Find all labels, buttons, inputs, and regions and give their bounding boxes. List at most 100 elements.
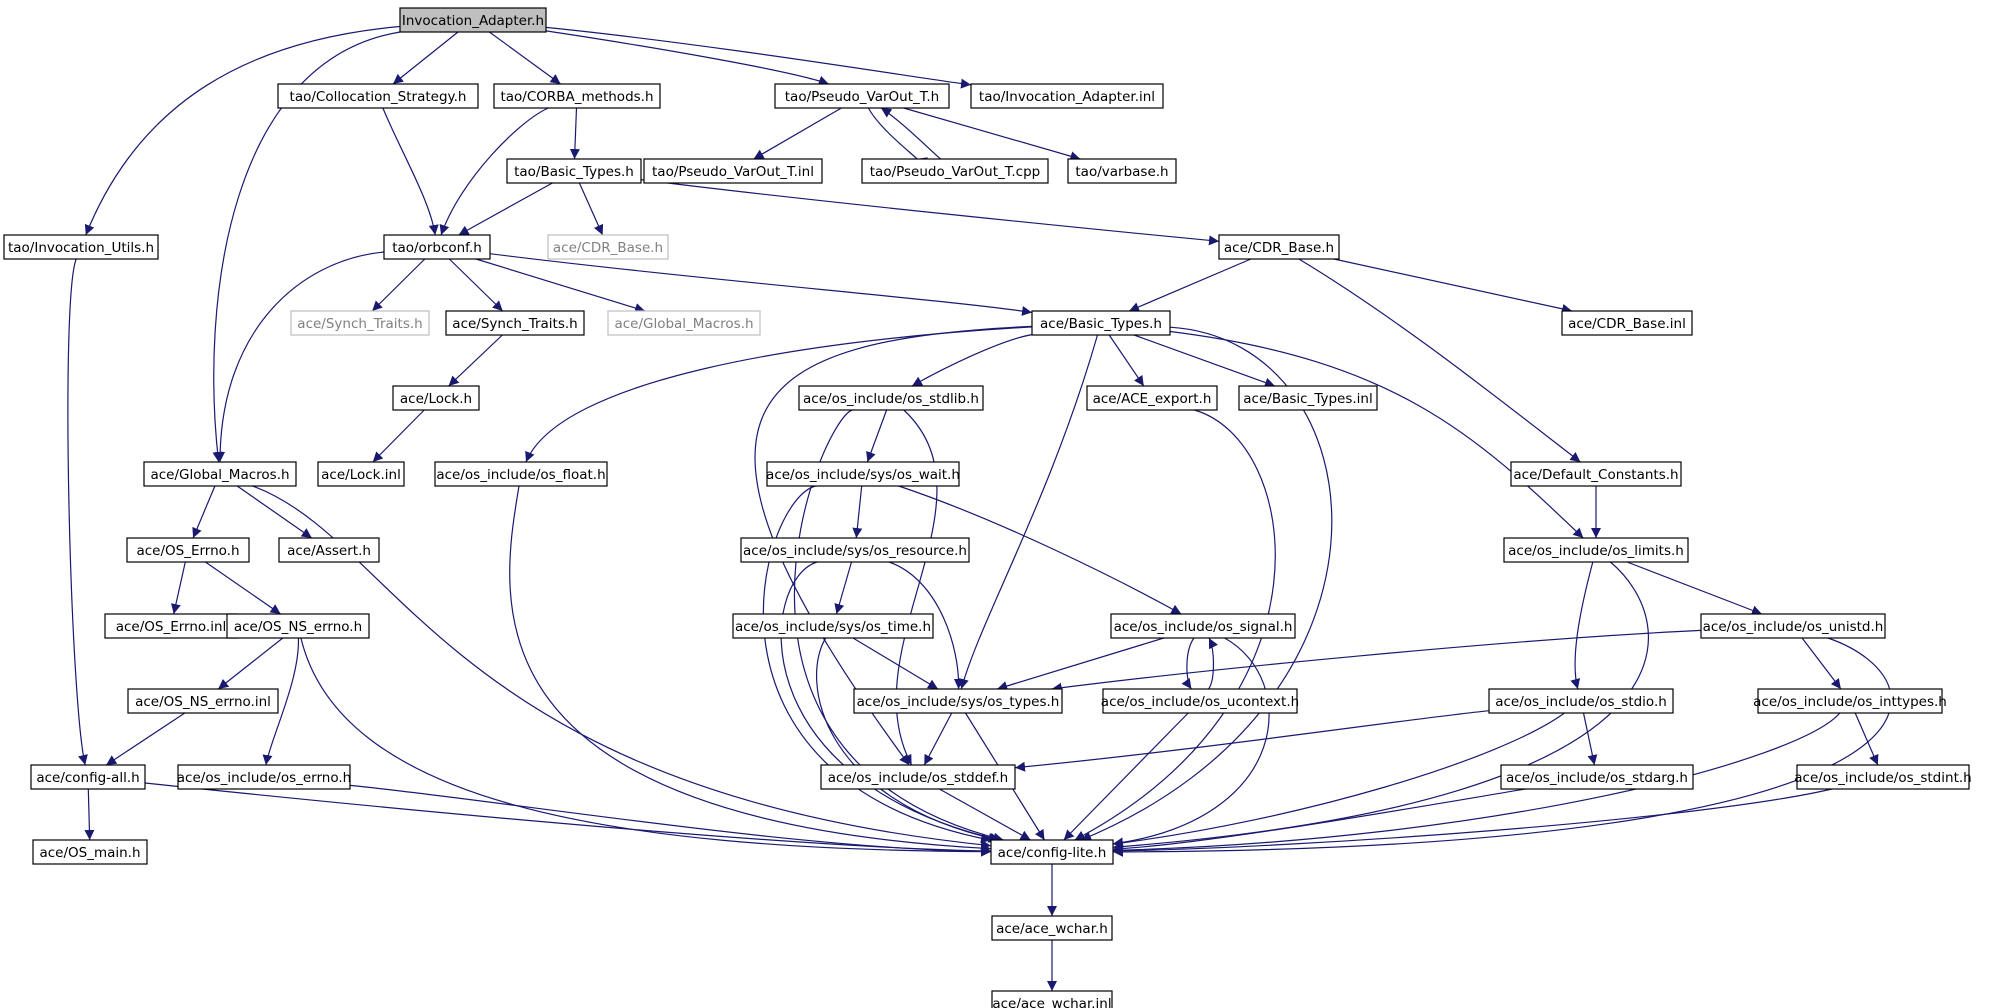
- node-os_include_os_errno_h[interactable]: ace/os_include/os_errno.h: [177, 764, 351, 790]
- node-os_ucontext_h[interactable]: ace/os_include/os_ucontext.h: [1101, 688, 1299, 714]
- node-cdr_base_inl[interactable]: ace/CDR_Base.inl: [1561, 310, 1693, 336]
- node-os_stddef_h[interactable]: ace/os_include/os_stddef.h: [820, 764, 1016, 790]
- node-ace_export_h[interactable]: ace/ACE_export.h: [1086, 385, 1218, 411]
- node-box: [607, 310, 761, 336]
- node-label: tao/Pseudo_VarOut_T.h: [785, 89, 939, 105]
- edge-corba_methods_h-to-orbconf_h: [439, 107, 549, 236]
- node-lock_inl[interactable]: ace/Lock.inl: [317, 461, 405, 487]
- node-box: [290, 310, 430, 336]
- node-invocation_utils_h[interactable]: tao/Invocation_Utils.h: [3, 234, 159, 260]
- node-label: ace/os_include/sys/os_time.h: [735, 619, 931, 635]
- node-basic_types_inl[interactable]: ace/Basic_Types.inl: [1238, 385, 1378, 411]
- edge-os_errno_h_ace-to-os_errno_inl: [170, 561, 186, 615]
- node-config_all_h[interactable]: ace/config-all.h: [30, 764, 146, 790]
- node-label: ace/os_include/os_limits.h: [1508, 543, 1684, 559]
- node-invocation_adapter_h[interactable]: Invocation_Adapter.h: [399, 7, 547, 33]
- node-os_types_h[interactable]: ace/os_include/sys/os_types.h: [853, 688, 1063, 714]
- edge-os_unistd_h-to-os_types_h: [1051, 629, 1702, 693]
- node-box: [853, 688, 1063, 714]
- edge-corba_methods_h-to-tao_basic_types_h: [569, 107, 580, 160]
- edge-tao_basic_types_h-to-cdr_base_h_ghost: [578, 182, 604, 236]
- node-os_main_h[interactable]: ace/OS_main.h: [32, 839, 148, 865]
- node-box: [1238, 385, 1378, 411]
- nodes-layer: Invocation_Adapter.h tao/Collocation_Stra…: [3, 7, 1972, 1008]
- edge-os_wait_h-to-os_signal_h: [898, 485, 1182, 615]
- node-os_float_h[interactable]: ace/os_include/os_float.h: [434, 461, 608, 487]
- node-box: [861, 158, 1049, 184]
- node-pseudo_varout_t_h[interactable]: tao/Pseudo_VarOut_T.h: [774, 83, 950, 109]
- edge-orbconf_h-to-synch_traits_h: [448, 258, 504, 312]
- node-label: ace/os_include/os_inttypes.h: [1753, 694, 1947, 710]
- node-cdr_base_h_ghost[interactable]: ace/CDR_Base.h: [547, 234, 669, 260]
- node-os_limits_h[interactable]: ace/os_include/os_limits.h: [1503, 537, 1689, 563]
- node-synch_traits_h[interactable]: ace/Synch_Traits.h: [445, 310, 585, 336]
- node-os_errno_inl[interactable]: ace/OS_Errno.inl: [104, 613, 238, 639]
- node-pseudo_varout_t_cpp[interactable]: tao/Pseudo_VarOut_T.cpp: [861, 158, 1049, 184]
- node-cdr_base_h[interactable]: ace/CDR_Base.h: [1218, 234, 1340, 260]
- node-os_stdio_h[interactable]: ace/os_include/os_stdio.h: [1488, 688, 1674, 714]
- edge-os_stdlib_h-to-os_stddef_h: [895, 409, 938, 766]
- node-collocation_strategy_h[interactable]: tao/Collocation_Strategy.h: [277, 83, 479, 109]
- node-os_ns_errno_inl[interactable]: ace/OS_NS_errno.inl: [127, 688, 279, 714]
- node-box: [399, 7, 547, 33]
- node-assert_h[interactable]: ace/Assert.h: [278, 537, 380, 563]
- edge-os_stdio_h-to-os_stddef_h: [1014, 710, 1490, 772]
- node-label: ace/os_include/os_unistd.h: [1703, 619, 1884, 635]
- node-global_macros_h_ghost[interactable]: ace/Global_Macros.h: [607, 310, 761, 336]
- node-label: ace/os_include/os_stdarg.h: [1506, 770, 1688, 786]
- node-label: ace/Assert.h: [287, 543, 371, 559]
- node-os_resource_h[interactable]: ace/os_include/sys/os_resource.h: [740, 537, 970, 563]
- node-os_wait_h[interactable]: ace/os_include/sys/os_wait.h: [766, 461, 960, 487]
- node-varbase_h[interactable]: tao/varbase.h: [1067, 158, 1177, 184]
- node-ace_wchar_h[interactable]: ace/ace_wchar.h: [991, 915, 1113, 941]
- edge-cdr_base_h-to-cdr_base_inl: [1333, 258, 1573, 314]
- node-box: [226, 613, 370, 639]
- node-os_inttypes_h[interactable]: ace/os_include/os_inttypes.h: [1753, 688, 1947, 714]
- edge-pseudo_varout_t_h-to-varbase_h: [903, 107, 1081, 162]
- node-box: [766, 461, 960, 487]
- node-config_lite_h[interactable]: ace/config-lite.h: [990, 839, 1114, 865]
- node-box: [547, 234, 669, 260]
- node-synch_traits_h_ghost[interactable]: ace/Synch_Traits.h: [290, 310, 430, 336]
- edge-orbconf_h-to-ace_basic_types_h: [489, 253, 1033, 316]
- node-os_ns_errno_h[interactable]: ace/OS_NS_errno.h: [226, 613, 370, 639]
- node-os_stdarg_h[interactable]: ace/os_include/os_stdarg.h: [1500, 764, 1694, 790]
- edge-os_stdint_h-to-config_lite_h: [1112, 788, 1833, 856]
- node-box: [177, 764, 351, 790]
- node-pseudo_varout_t_inl[interactable]: tao/Pseudo_VarOut_T.inl: [643, 158, 823, 184]
- node-os_stdlib_h[interactable]: ace/os_include/os_stdlib.h: [798, 385, 984, 411]
- node-lock_h[interactable]: ace/Lock.h: [392, 385, 480, 411]
- node-ace_wchar_inl[interactable]: ace/ace_wchar.inl: [991, 990, 1113, 1008]
- node-tao_basic_types_h[interactable]: tao/Basic_Types.h: [506, 158, 642, 184]
- edge-os_ns_errno_h-to-os_include_os_errno_h: [262, 637, 300, 766]
- node-box: [1067, 158, 1177, 184]
- node-label: ace/os_include/sys/os_resource.h: [743, 543, 967, 559]
- node-os_time_h[interactable]: ace/os_include/sys/os_time.h: [732, 613, 934, 639]
- node-default_constants_h[interactable]: ace/Default_Constants.h: [1510, 461, 1682, 487]
- node-global_macros_h[interactable]: ace/Global_Macros.h: [143, 461, 297, 487]
- edge-synch_traits_h-to-lock_h: [448, 334, 503, 387]
- edge-ace_basic_types_h-to-basic_types_inl: [1133, 334, 1276, 388]
- edge-ace_basic_types_h-to-os_types_h: [959, 334, 1099, 690]
- edge-global_macros_h-to-assert_h: [236, 485, 313, 539]
- node-invocation_adapter_inl[interactable]: tao/Invocation_Adapter.inl: [970, 83, 1164, 109]
- node-ace_basic_types_h[interactable]: ace/Basic_Types.h: [1031, 310, 1171, 336]
- node-label: ace/os_include/os_ucontext.h: [1101, 694, 1299, 710]
- edge-os_time_h-to-config_lite_h: [815, 637, 999, 843]
- node-os_unistd_h[interactable]: ace/os_include/os_unistd.h: [1700, 613, 1886, 639]
- edge-os_stdio_h-to-config_lite_h: [1112, 712, 1565, 848]
- node-label: tao/orbconf.h: [392, 240, 482, 256]
- node-box: [990, 839, 1114, 865]
- node-orbconf_h[interactable]: tao/orbconf.h: [383, 234, 491, 260]
- node-box: [277, 83, 479, 109]
- edge-ace_basic_types_h-to-os_limits_h: [1169, 330, 1584, 539]
- node-label: ace/CDR_Base.h: [1224, 240, 1334, 256]
- node-corba_methods_h[interactable]: tao/CORBA_methods.h: [493, 83, 661, 109]
- node-os_stdint_h[interactable]: ace/os_include/os_stdint.h: [1794, 764, 1972, 790]
- edge-tao_basic_types_h-to-cdr_base_h: [640, 179, 1220, 246]
- node-os_errno_h_ace[interactable]: ace/OS_Errno.h: [126, 537, 250, 563]
- node-box: [1102, 688, 1298, 714]
- edge-pseudo_varout_t_cpp-to-pseudo_varout_t_h: [880, 107, 942, 160]
- node-os_signal_h[interactable]: ace/os_include/os_signal.h: [1110, 613, 1296, 639]
- node-box: [798, 385, 984, 411]
